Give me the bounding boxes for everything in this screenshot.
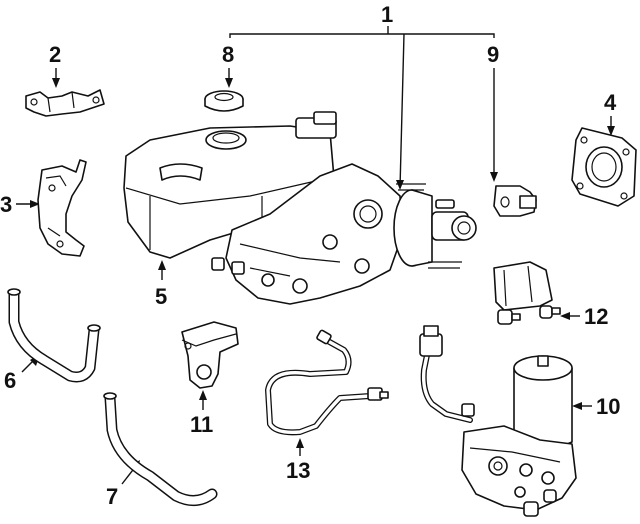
part-2-bracket: 2 xyxy=(25,42,105,117)
part-10-pump-motor: 10 xyxy=(419,325,620,517)
part-6-hose: 6 xyxy=(4,288,101,393)
callout-6: 6 xyxy=(4,368,16,393)
part-8-reservoir-cap: 8 xyxy=(204,42,244,112)
callout-11: 11 xyxy=(190,412,213,437)
part-12-sensor: 12 xyxy=(493,261,608,329)
callout-group-1: 1 xyxy=(229,2,495,190)
callout-3: 3 xyxy=(0,192,12,217)
callout-8: 8 xyxy=(222,42,234,67)
callout-7: 7 xyxy=(106,484,118,509)
callout-10: 10 xyxy=(596,394,620,419)
callout-12: 12 xyxy=(584,304,608,329)
callout-1: 1 xyxy=(381,2,393,27)
part-11-bracket: 11 xyxy=(181,321,239,437)
part-7-hose: 7 xyxy=(103,392,218,509)
callout-4: 4 xyxy=(604,90,617,115)
callout-2: 2 xyxy=(49,42,61,67)
part-4-gasket: 4 xyxy=(571,90,637,207)
callout-13: 13 xyxy=(286,458,310,483)
callout-9: 9 xyxy=(487,42,499,67)
part-3-bracket: 3 xyxy=(0,159,87,257)
part-13-wire-harness: 13 xyxy=(265,329,389,483)
part-9-sensor: 9 xyxy=(487,42,537,217)
callout-5: 5 xyxy=(155,284,167,309)
part-5-master-cylinder-assembly: 5 xyxy=(123,111,477,309)
